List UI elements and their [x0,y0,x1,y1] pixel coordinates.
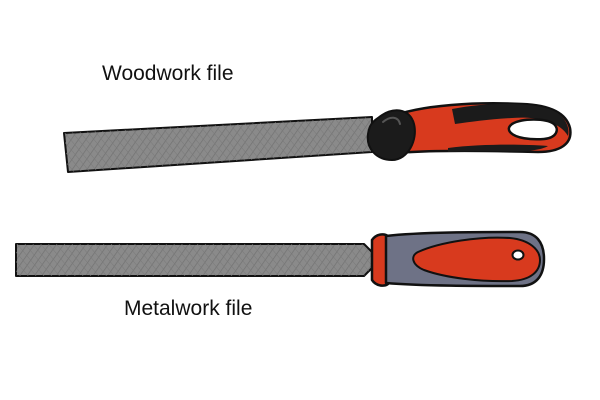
woodwork-file-label: Woodwork file [102,62,234,85]
woodwork-file-blade [63,116,373,173]
metalwork-file-handle [370,230,546,288]
metalwork-file [15,230,546,288]
metalwork-file-blade [15,243,373,277]
woodwork-file [63,102,572,173]
woodwork-file-handle [366,102,572,162]
metalwork-file-label: Metalwork file [124,297,253,320]
